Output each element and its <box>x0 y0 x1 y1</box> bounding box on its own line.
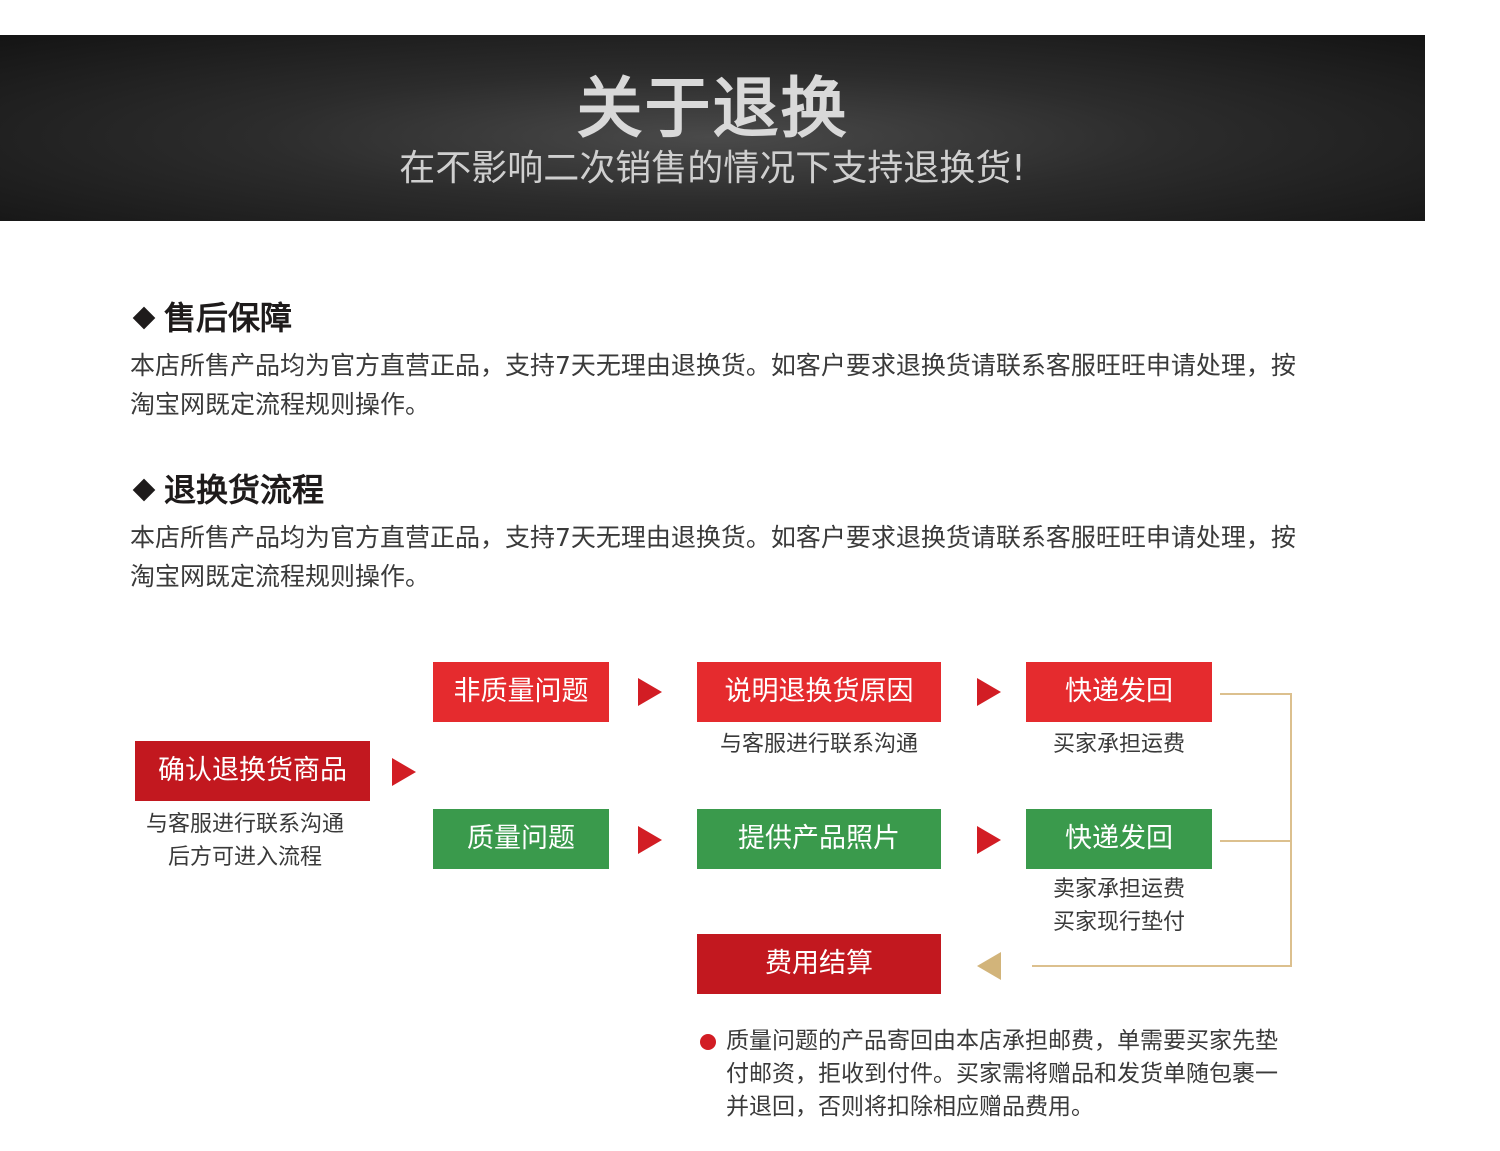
flow-photo-box: 提供产品照片 <box>697 809 941 869</box>
flow-ship-back-box-1: 快递发回 <box>1026 662 1212 722</box>
flow-non-quality-box: 非质量问题 <box>433 662 609 722</box>
flow-note: 质量问题的产品寄回由本店承担邮费，单需要买家先垫付邮资，拒收到付件。买家需将赠品… <box>700 1025 1300 1124</box>
arrow-right-icon <box>977 678 1001 706</box>
flow-explain-caption: 与客服进行联系沟通 <box>719 732 918 757</box>
connector-line <box>1290 693 1292 967</box>
flow-quality-box: 质量问题 <box>433 809 609 869</box>
flow-explain-reason-box: 说明退换货原因 <box>697 662 941 722</box>
flow-settlement-box: 费用结算 <box>697 934 941 994</box>
connector-line <box>1220 693 1292 695</box>
caption-line: 后方可进入流程 <box>167 845 322 870</box>
flow-ship-back-caption-1: 买家承担运费 <box>1052 732 1185 757</box>
header-banner: 关于退换 在不影响二次销售的情况下支持退换货! <box>0 35 1425 221</box>
red-dot-icon <box>700 1034 716 1050</box>
flow-ship-back-caption-2: 卖家承担运费 买家现行垫付 <box>1016 873 1222 939</box>
caption-line: 与客服进行联系沟通 <box>145 812 344 837</box>
diamond-bullet-icon <box>132 478 156 502</box>
section-heading: 售后保障 <box>130 298 1310 338</box>
page-title: 关于退换 <box>576 70 849 147</box>
section-heading: 退换货流程 <box>130 470 1310 510</box>
arrow-right-icon <box>638 678 662 706</box>
flow-start-caption: 与客服进行联系沟通 后方可进入流程 <box>125 808 365 874</box>
section-return-process: 退换货流程 本店所售产品均为官方直营正品，支持7天无理由退换货。如客户要求退换货… <box>130 470 1310 596</box>
arrow-right-icon <box>977 826 1001 854</box>
page-subtitle: 在不影响二次销售的情况下支持退换货! <box>399 148 1026 189</box>
diamond-bullet-icon <box>132 306 156 330</box>
section-heading-text: 退换货流程 <box>164 471 325 509</box>
section-heading-text: 售后保障 <box>164 299 293 337</box>
flow-ship-back-box-2: 快递发回 <box>1026 809 1212 869</box>
section-body: 本店所售产品均为官方直营正品，支持7天无理由退换货。如客户要求退换货请联系客服旺… <box>130 351 1296 419</box>
section-body: 本店所售产品均为官方直营正品，支持7天无理由退换货。如客户要求退换货请联系客服旺… <box>130 523 1296 591</box>
caption-line: 卖家承担运费 <box>1052 877 1185 902</box>
arrow-right-icon <box>392 758 416 786</box>
connector-line <box>1032 965 1292 967</box>
caption-line: 买家现行垫付 <box>1052 910 1185 935</box>
connector-line <box>1220 840 1292 842</box>
flow-start-box: 确认退换货商品 <box>135 741 370 801</box>
arrow-left-icon <box>977 952 1001 980</box>
note-text: 质量问题的产品寄回由本店承担邮费，单需要买家先垫付邮资，拒收到付件。买家需将赠品… <box>726 1028 1278 1120</box>
arrow-right-icon <box>638 826 662 854</box>
section-after-sales: 售后保障 本店所售产品均为官方直营正品，支持7天无理由退换货。如客户要求退换货请… <box>130 298 1310 424</box>
